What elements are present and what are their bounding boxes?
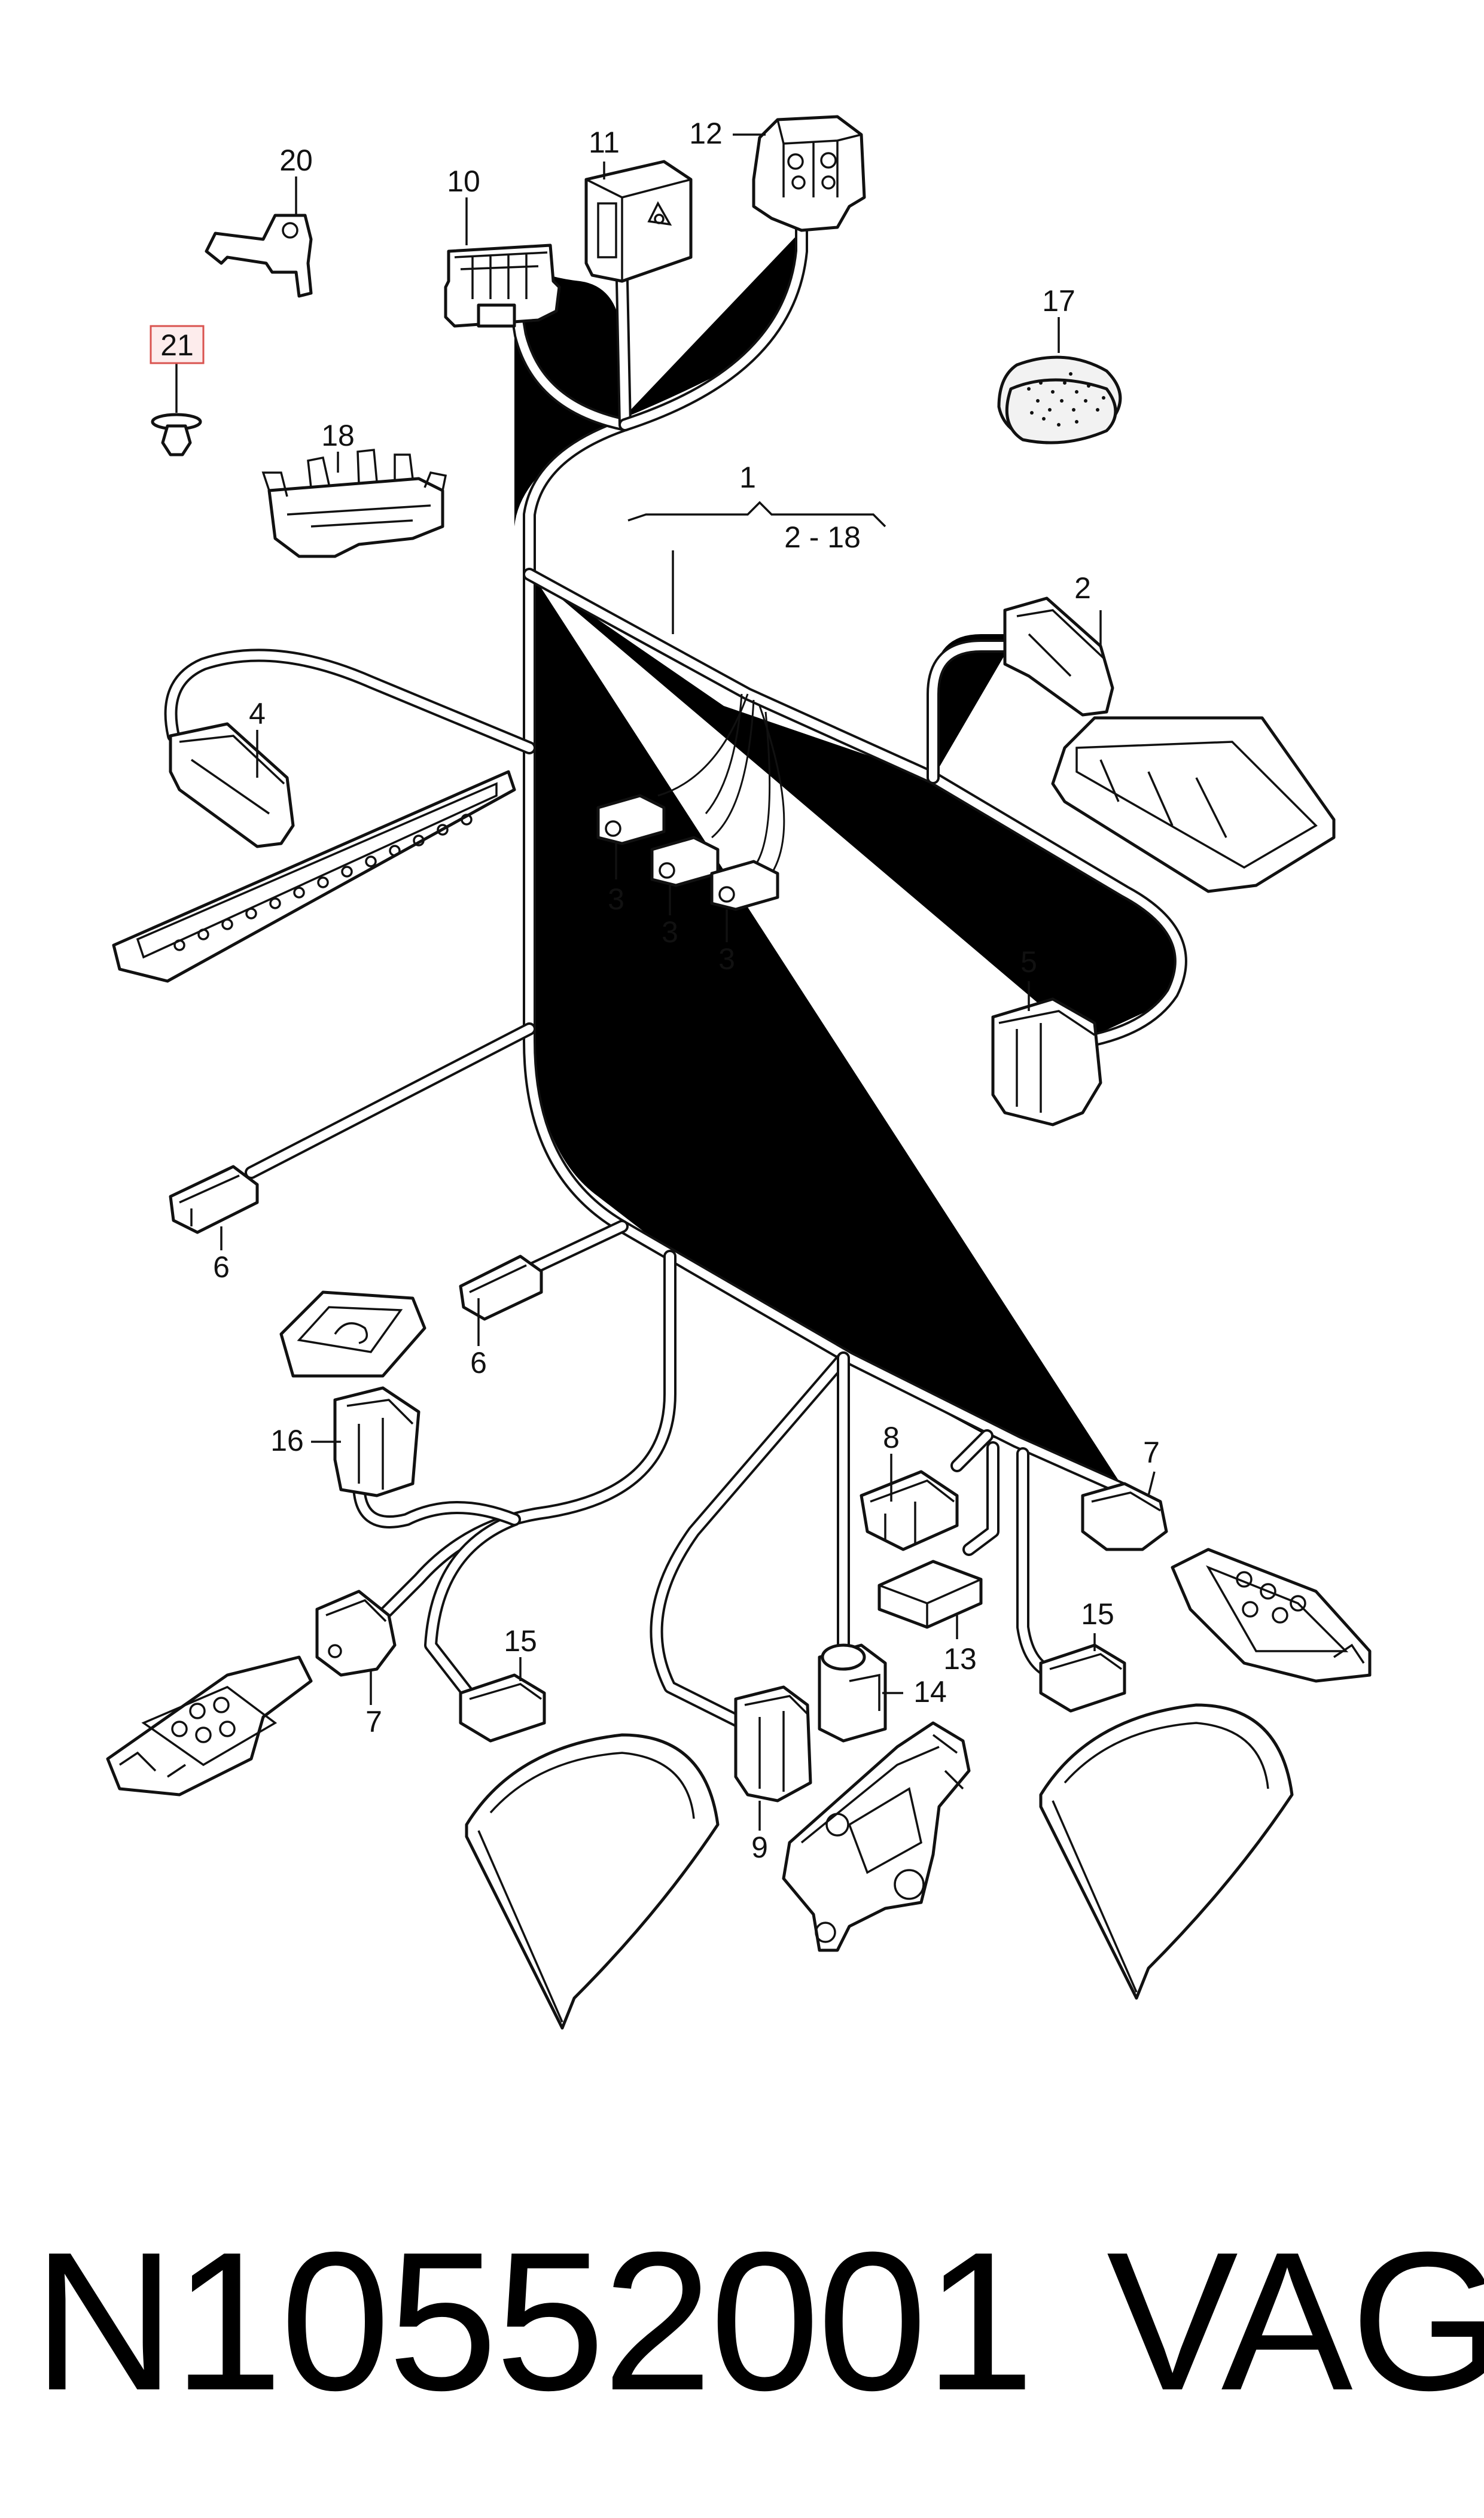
callout-3c: 3 — [718, 942, 735, 976]
callout-21-highlight — [150, 325, 205, 364]
part-4-connector — [169, 722, 295, 848]
part-10-connector — [444, 243, 561, 328]
part-number-caption: N10552001 — [33, 2211, 1035, 2431]
callout-8: 8 — [883, 1421, 900, 1454]
callout-7a: 7 — [365, 1705, 382, 1738]
part-3-connector-a — [596, 794, 666, 845]
callout-4: 4 — [249, 697, 266, 730]
part-3-connector-c — [710, 860, 779, 911]
leader-lines — [175, 133, 1156, 1831]
callout-14: 14 — [913, 1675, 947, 1709]
part-7-connector-left — [315, 1590, 397, 1677]
callout-15a: 15 — [504, 1624, 537, 1658]
callout-2: 2 — [1074, 571, 1091, 605]
callout-10: 10 — [447, 165, 480, 198]
part-13-module — [877, 1560, 983, 1629]
part-20-bracket — [205, 214, 313, 298]
callout-6a: 6 — [213, 1250, 230, 1284]
part-6-connector-b — [459, 1255, 543, 1321]
callout-13: 13 — [943, 1642, 977, 1676]
part-6-connector-a — [169, 1165, 259, 1234]
part-9-lock-mechanism — [782, 1721, 971, 1952]
brand-caption: VAG — [1107, 2211, 1484, 2431]
wiring-harness — [514, 168, 1180, 1490]
callout-1: 1 — [739, 461, 756, 494]
part-7-lamp-left — [106, 1655, 313, 1797]
callout-7b: 7 — [1143, 1436, 1160, 1469]
part-12-connector — [752, 115, 866, 232]
part-9-connector — [734, 1685, 812, 1803]
callout-20: 20 — [279, 144, 313, 177]
callout-16: 16 — [270, 1424, 304, 1457]
part-17-grommet — [997, 355, 1122, 444]
part-15-reflector-left — [465, 1733, 720, 2030]
harness-main-trunk — [514, 168, 1180, 1490]
callout-6b: 6 — [470, 1346, 487, 1380]
callout-17: 17 — [1042, 284, 1075, 318]
callout-3b: 3 — [662, 915, 678, 949]
part-11-housing — [584, 160, 693, 283]
part-18-holder — [261, 449, 447, 558]
callout-labels: 1 2 - 18 2 3 3 3 4 5 6 6 7 7 8 9 10 11 1… — [150, 117, 1160, 1864]
part-7-connector-right — [1081, 1482, 1168, 1551]
callout-11: 11 — [589, 126, 620, 159]
part-21-rivet — [151, 413, 202, 456]
callout-18: 18 — [321, 419, 355, 452]
part-16-switch — [279, 1290, 426, 1497]
part-15-connector-left — [459, 1673, 546, 1743]
part-15-reflector-right — [1039, 1703, 1294, 2000]
part-8-connector — [860, 1470, 959, 1551]
part-7-lamp-right — [1171, 1548, 1372, 1683]
callout-5: 5 — [1020, 945, 1037, 979]
part-14-switch — [818, 1643, 887, 1743]
callout-12: 12 — [689, 117, 723, 150]
callout-3a: 3 — [608, 882, 624, 916]
callout-15b: 15 — [1081, 1597, 1114, 1631]
part-4-trim-strip — [112, 770, 516, 983]
part-5-connector — [991, 997, 1102, 1126]
harness-cables — [164, 221, 1187, 1730]
part-15-connector-right — [1039, 1643, 1126, 1713]
callout-1-range: 2 - 18 — [784, 520, 861, 554]
part-2-lamp-housing — [1051, 716, 1336, 893]
callout-9: 9 — [751, 1831, 768, 1864]
callout-21: 21 — [160, 328, 194, 362]
part-2-connector — [1003, 596, 1114, 717]
